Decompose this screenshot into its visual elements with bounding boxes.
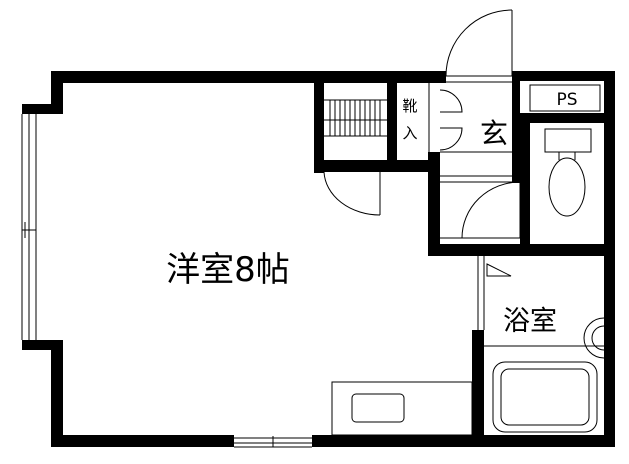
wall-door-post-right [512,71,520,183]
entrance-label: 玄 [480,117,508,150]
entrance-door [445,9,513,83]
toilet [544,128,592,217]
wall-top-left [51,71,445,83]
wall-shoe-bottom [388,160,440,172]
wall-left-upper [51,71,63,111]
wall-door-post-left [438,71,446,83]
wall-shoe-cabinet-left [387,81,397,172]
bathroom: 浴室 [484,306,605,433]
bottom-window [234,436,312,448]
wall-closet-bottom [314,160,396,172]
ps-label: PS [556,90,577,110]
entrance-area: 玄 [440,117,512,153]
wall-ps-bottom [520,113,615,123]
left-window [21,114,37,340]
wall-right [604,71,615,447]
wall-window-sill [22,340,63,350]
kitchen [331,381,473,436]
wall-window-head [22,104,63,114]
wall-corridor-left [428,152,440,256]
wall-closet-left [314,81,324,173]
shoe-cabinet: 靴 入 [402,83,463,160]
shoe-cabinet-label-top: 靴 [402,97,417,115]
wall-bottom-right [312,435,615,447]
bathroom-door [477,256,512,330]
closet [324,99,387,137]
wall-toilet-left [520,115,530,256]
pipe-space: PS [529,84,601,112]
western-room-label: 洋室8帖 [166,250,290,290]
walls [22,71,615,447]
shoe-cabinet-label-bottom: 入 [402,124,417,142]
wall-top-right [514,71,615,81]
wall-bottom-left [51,435,234,447]
bathroom-label: 浴室 [503,306,557,337]
wall-bath-left [472,330,484,447]
closet-door [323,171,381,216]
wall-left-lower [51,340,63,447]
corridor-door [440,175,521,239]
